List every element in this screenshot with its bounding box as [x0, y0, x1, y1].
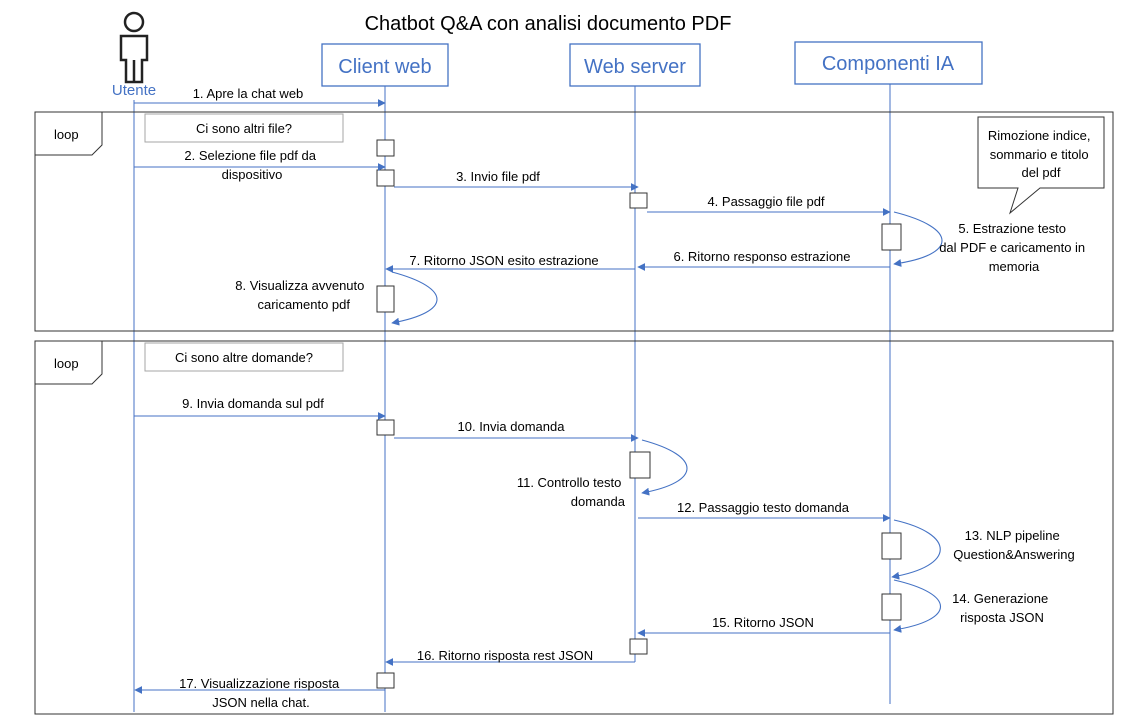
- message-label-m16: 16. Ritorno risposta rest JSON: [417, 648, 593, 663]
- message-label-m10: 10. Invia domanda: [458, 419, 566, 434]
- arrow-m14: [893, 579, 941, 633]
- arrow-m13: [891, 519, 941, 580]
- loop-guard: Ci sono altri file?: [196, 121, 292, 136]
- message-label-m11: 11. Controllo testo domanda: [517, 475, 626, 509]
- message-label-m15: 15. Ritorno JSON: [712, 615, 814, 630]
- message-label-m17: 17. Visualizzazione risposta JSON nella …: [179, 676, 343, 710]
- participant-label: Componenti IA: [822, 53, 955, 75]
- message-label-m14: 14. Generazione risposta JSON: [952, 591, 1052, 625]
- participant-label: Client web: [338, 56, 431, 78]
- loop-operator: loop: [54, 127, 79, 142]
- participant-label: Web server: [584, 56, 686, 78]
- actor-label: Utente: [112, 82, 156, 99]
- message-label-m13: 13. NLP pipeline Question&Answering: [953, 528, 1074, 562]
- message-label-m3: 3. Invio file pdf: [456, 169, 540, 184]
- message-label-m7: 7. Ritorno JSON esito estrazione: [409, 253, 598, 268]
- participant-client-web: Client web: [321, 43, 449, 87]
- message-label-m8: 8. Visualizza avvenuto caricamento pdf: [235, 278, 368, 312]
- message-label-m6: 6. Ritorno responso estrazione: [673, 249, 850, 264]
- message-label-m12: 12. Passaggio testo domanda: [677, 500, 850, 515]
- participant-componenti-ia: Componenti IA: [794, 41, 983, 85]
- arrow-m8: [391, 271, 438, 326]
- diagram-title: Chatbot Q&A con analisi documento PDF: [365, 13, 732, 35]
- arrow-m11: [641, 439, 688, 496]
- message-arrows: [134, 99, 943, 694]
- message-labels: 1. Apre la chat web 2. Selezione file pd…: [179, 86, 1089, 710]
- message-label-m1: 1. Apre la chat web: [193, 86, 304, 101]
- arrow-m5: [893, 211, 943, 267]
- message-label-m4: 4. Passaggio file pdf: [707, 194, 824, 209]
- note-text: Rimozione indice, sommario e titolo del …: [988, 128, 1094, 180]
- message-label-m5: 5. Estrazione testo dal PDF e caricament…: [939, 221, 1089, 274]
- loop-operator: loop: [54, 356, 79, 371]
- loop-guard: Ci sono altre domande?: [175, 350, 313, 365]
- note-callout: Rimozione indice, sommario e titolo del …: [977, 116, 1105, 215]
- message-label-m2: 2. Selezione file pdf da dispositivo: [184, 148, 319, 182]
- participant-web-server: Web server: [569, 43, 701, 87]
- message-label-m9: 9. Invia domanda sul pdf: [182, 396, 324, 411]
- activation-boxes: [376, 139, 902, 689]
- loop-fragment-questions: loop Ci sono altre domande?: [34, 340, 1114, 715]
- loop-fragment-files: loop Ci sono altri file?: [34, 111, 1114, 332]
- person-icon: [119, 11, 149, 84]
